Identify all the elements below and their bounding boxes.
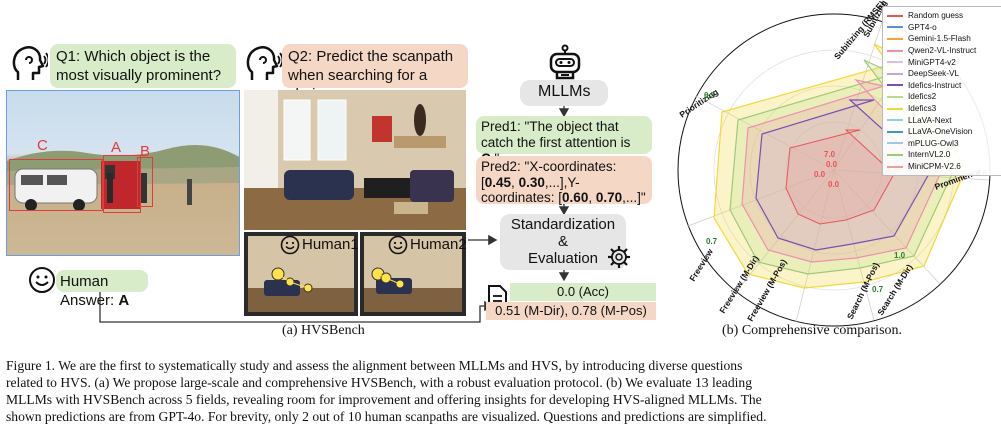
legend-entry: Idefics-Instruct (887, 80, 1001, 92)
axis-label-subitizing-rmse: Subitizing (RMSE) (832, 0, 887, 61)
caption-line: MLLMs with HVSBench across 5 fields, rev… (6, 392, 762, 407)
legend-entry: GPT4-o (887, 22, 1001, 34)
acc-result: 0.0 (Acc) (510, 283, 656, 301)
standardization-text: Standardization & Evaluation (510, 216, 616, 267)
mllms-box (520, 80, 608, 106)
legend-entry: Idefics2 (887, 91, 1001, 103)
legend-swatch (887, 84, 903, 87)
legend-entry: Random guess (887, 10, 1001, 22)
box-c (9, 159, 103, 211)
smiley-icon (29, 267, 55, 293)
legend-swatch (887, 130, 903, 133)
legend-swatch (887, 107, 903, 110)
legend-entry: LLaVA-Next (887, 114, 1001, 126)
caption-line: related to HVS. (a) We propose large-sca… (6, 375, 752, 390)
smiley-icon (388, 235, 408, 255)
legend-swatch (887, 14, 903, 17)
panel-b-subcaption: (b) Comprehensive comparison. (722, 323, 903, 338)
legend-swatch (887, 61, 903, 64)
head-speaking-icon (12, 46, 48, 80)
legend-swatch (887, 153, 903, 156)
label-b: B (140, 143, 151, 160)
tick-label: 0.7 (872, 285, 884, 294)
legend-swatch (887, 142, 903, 145)
label-a: A (111, 139, 122, 156)
panel-a-subcaption: (a) HVSBench (282, 323, 365, 338)
pred1-bubble: Pred1: "The object that catch the first … (476, 116, 652, 166)
tick-label: 0.0 (814, 170, 826, 179)
label-c: C (37, 137, 48, 154)
tick-label: 0.7 (706, 237, 718, 246)
pred2-bubble: Pred2: "X-coordinates: [0.45, 0.30,...],… (476, 156, 652, 205)
street-scene-image: C A B (6, 90, 240, 256)
legend-swatch (887, 95, 903, 98)
tick-label: 0.0 (828, 180, 840, 189)
caption-line: shown predictions are from GPT-4o. For b… (6, 409, 767, 424)
legend-entry: DeepSeek-VL (887, 68, 1001, 80)
legend-swatch (887, 119, 903, 122)
living-room-image (244, 90, 466, 230)
caption-line: Figure 1. We are the first to systematic… (6, 358, 743, 373)
legend-entry: InternVL2.0 (887, 149, 1001, 161)
human2-label: Human2 (410, 236, 467, 253)
legend-entry: mPLUG-Owl3 (887, 138, 1001, 150)
smiley-icon (280, 235, 300, 255)
legend-swatch (887, 49, 903, 52)
legend-entry: Qwen2-VL-Instruct (887, 45, 1001, 57)
legend-entry: MiniGPT4-v2 (887, 56, 1001, 68)
tick-label: 1.0 (894, 251, 906, 260)
human2-scanpath-image (360, 232, 466, 316)
question-1-bubble: Q1: Which object is the most visually pr… (50, 44, 236, 88)
chart-legend: Random guess GPT4-o Gemini-1.5-Flash Qwe… (882, 6, 1001, 177)
legend-swatch (887, 37, 903, 40)
box-b (137, 157, 153, 207)
legend-entry: Gemini-1.5-Flash (887, 33, 1001, 45)
robot-icon (549, 44, 581, 80)
figure-caption: Figure 1. We are the first to systematic… (6, 357, 996, 425)
legend-swatch (887, 26, 903, 29)
box-a (103, 155, 141, 213)
legend-swatch (887, 165, 903, 168)
gear-icon (608, 246, 630, 268)
tick-label: 7.0 (824, 150, 836, 159)
human1-scanpath-image (244, 232, 358, 316)
legend-entry: MiniCPM-V2.6 (887, 161, 1001, 173)
mllms-label: MLLMs (538, 83, 591, 100)
legend-entry: Idefics3 (887, 103, 1001, 115)
legend-swatch (887, 72, 903, 75)
legend-entry: LLaVA-OneVision (887, 126, 1001, 138)
mdir-mpos-result: 0.51 (M-Dir), 0.78 (M-Pos) (486, 302, 656, 320)
standardization-box (500, 214, 626, 270)
head-speaking-icon (246, 46, 282, 80)
human1-label: Human1 (302, 236, 359, 253)
tick-label: 0.5 (704, 91, 716, 100)
tick-label: 0.0 (826, 160, 838, 169)
